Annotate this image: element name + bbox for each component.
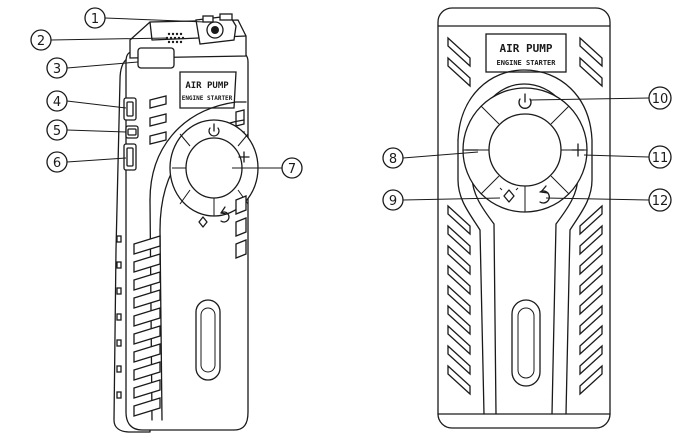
right-label-plate: AIR PUMP ENGINE STARTER [485, 33, 567, 73]
label-plate: AIR PUMP ENGINE STARTER [179, 71, 237, 109]
svg-text:10: 10 [652, 92, 669, 107]
button-ring [169, 119, 259, 217]
right-power-icon[interactable] [518, 93, 532, 109]
callout-11: 11 [583, 145, 672, 169]
right-side-vents-right [579, 204, 603, 396]
callout-7: 7 [232, 157, 303, 179]
right-grip-slot [511, 299, 541, 387]
right-label-line-1: AIR PUMP [500, 42, 553, 55]
callout-4: 4 [46, 90, 127, 112]
svg-text:6: 6 [53, 156, 61, 171]
speaker-grille [165, 32, 185, 44]
svg-text:5: 5 [53, 124, 61, 139]
svg-text:8: 8 [389, 152, 397, 167]
callout-9: 9 [382, 189, 501, 211]
panel-arc-outer [149, 101, 247, 201]
power-icon[interactable] [208, 123, 220, 137]
left-device: AIR PUMP ENGINE STARTER [113, 13, 259, 433]
svg-text:4: 4 [53, 95, 61, 110]
svg-text:12: 12 [652, 194, 669, 209]
right-cycle-icon[interactable] [539, 185, 550, 204]
svg-text:3: 3 [53, 62, 61, 77]
right-light-icon[interactable] [499, 187, 519, 203]
callouts: 1 2 3 4 5 6 [30, 7, 672, 212]
side-notches [116, 235, 122, 399]
vent-slots-lower [133, 195, 247, 417]
grip-slot [195, 299, 221, 381]
flashlight-lens [137, 47, 175, 69]
right-device: AIR PUMP ENGINE STARTER [437, 7, 611, 429]
svg-text:1: 1 [91, 12, 99, 27]
svg-text:9: 9 [389, 194, 397, 209]
side-ports [123, 97, 139, 171]
label-line-2: ENGINE STARTER [182, 95, 233, 102]
callout-6: 6 [46, 151, 127, 173]
right-button-ring [462, 87, 588, 213]
right-top-vents [447, 36, 603, 88]
label-line-1: AIR PUMP [185, 81, 229, 91]
callout-1: 1 [84, 7, 206, 29]
plus-icon[interactable] [238, 151, 250, 163]
right-plus-icon[interactable] [571, 143, 585, 157]
callout-8: 8 [382, 147, 479, 169]
callout-10: 10 [529, 86, 672, 110]
svg-text:11: 11 [652, 151, 669, 166]
svg-text:2: 2 [37, 34, 45, 49]
callout-2: 2 [30, 29, 169, 51]
light-icon[interactable] [198, 216, 208, 228]
right-label-line-2: ENGINE STARTER [496, 59, 556, 67]
cycle-icon[interactable] [220, 206, 230, 223]
callout-3: 3 [46, 57, 139, 79]
callout-5: 5 [46, 119, 127, 141]
svg-text:7: 7 [288, 162, 296, 177]
callout-12: 12 [545, 188, 672, 212]
air-nozzle [195, 13, 237, 45]
right-side-vents-left [447, 204, 471, 396]
